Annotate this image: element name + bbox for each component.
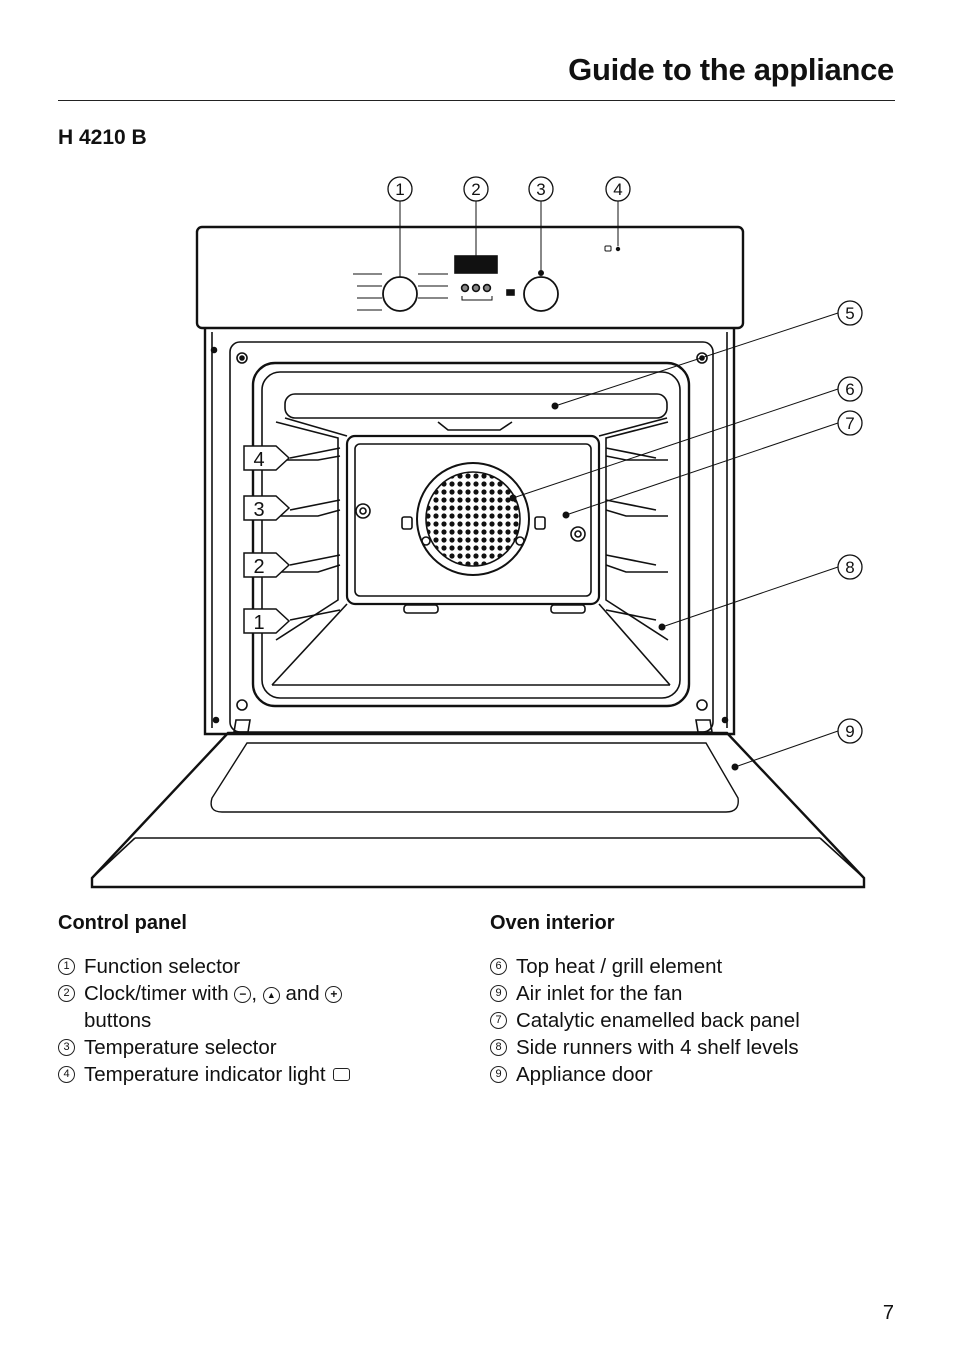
control-panel-list: 1 Function selector 2 Clock/timer with −… bbox=[58, 953, 458, 1088]
list-item: 9 Air inlet for the fan bbox=[490, 980, 890, 1007]
fan-bolt-right bbox=[570, 526, 586, 542]
temperature-selector-knob bbox=[523, 276, 559, 312]
shelf-tag-3 bbox=[243, 495, 291, 521]
up-button bbox=[471, 283, 481, 293]
plus-button-icon: + bbox=[325, 986, 343, 1003]
side-runners-left bbox=[275, 421, 341, 641]
control-panel-section: Control panel 1 Function selector 2 Cloc… bbox=[58, 912, 458, 1088]
oven-interior-list: 6 Top heat / grill element 9 Air inlet f… bbox=[490, 953, 890, 1088]
item-number: 6 bbox=[490, 958, 507, 975]
callout-5 bbox=[837, 300, 863, 326]
item-number: 7 bbox=[490, 1012, 507, 1029]
list-item: 6 Top heat / grill element bbox=[490, 953, 890, 980]
list-item: 1 Function selector bbox=[58, 953, 458, 980]
callout-8 bbox=[837, 554, 863, 580]
callout-label-5: 5 bbox=[845, 304, 854, 323]
fan-air-inlet bbox=[425, 471, 521, 567]
appliance-door bbox=[90, 731, 866, 889]
indicator-light-icon bbox=[333, 1068, 351, 1081]
clock-display bbox=[454, 255, 498, 274]
item-number: 9 bbox=[490, 1066, 507, 1083]
shelf-tag-1 bbox=[243, 608, 291, 634]
title-divider bbox=[58, 100, 895, 101]
callout-6 bbox=[837, 376, 863, 402]
oven-interior-heading: Oven interior bbox=[490, 912, 615, 934]
callout-label-8: 8 bbox=[845, 558, 854, 577]
page-number: 7 bbox=[882, 1302, 894, 1324]
list-item: 8 Side runners with 4 shelf levels bbox=[490, 1034, 890, 1061]
item-number: 1 bbox=[58, 958, 75, 975]
oven-cavity-opening bbox=[251, 361, 691, 708]
callout-2 bbox=[463, 176, 489, 202]
plus-button bbox=[482, 283, 492, 293]
list-item: 7 Catalytic enamelled back panel bbox=[490, 1007, 890, 1034]
oven-interior-section: Oven interior 6 Top heat / grill element… bbox=[490, 912, 890, 1088]
control-panel bbox=[195, 225, 745, 330]
item-text: Clock/timer with bbox=[84, 982, 229, 1005]
shelf-tag-4 bbox=[243, 445, 291, 471]
item-text-continued: buttons bbox=[84, 1009, 152, 1032]
callout-label-2: 2 bbox=[471, 180, 480, 199]
minus-button bbox=[460, 283, 470, 293]
list-item: 4 Temperature indicator light bbox=[58, 1061, 458, 1088]
fan-bolt-left bbox=[355, 503, 371, 519]
item-text: Air inlet for the fan bbox=[516, 982, 683, 1005]
up-button-icon: ▲ bbox=[262, 987, 280, 1004]
minus-button-icon: − bbox=[234, 986, 252, 1003]
item-text: Appliance door bbox=[516, 1063, 653, 1086]
shelf-label-2: 2 bbox=[253, 556, 264, 578]
oven-diagram: 1 2 3 4 5 6 7 8 9 4 3 2 1 bbox=[90, 176, 866, 889]
list-item: 2 Clock/timer with −, ▲ and + buttons bbox=[58, 980, 458, 1034]
shelf-label-1: 1 bbox=[253, 612, 264, 634]
callout-9 bbox=[837, 718, 863, 744]
callout-1 bbox=[387, 176, 413, 202]
callout-4 bbox=[605, 176, 631, 202]
item-text: Function selector bbox=[84, 955, 241, 978]
item-text: Top heat / grill element bbox=[516, 955, 723, 978]
function-selector-knob bbox=[382, 276, 418, 312]
shelf-label-4: 4 bbox=[253, 449, 264, 471]
item-text: Temperature selector bbox=[84, 1036, 277, 1059]
side-runners-right bbox=[605, 421, 669, 641]
callout-3 bbox=[528, 176, 554, 202]
item-number: 2 bbox=[58, 985, 75, 1002]
callout-7 bbox=[837, 410, 863, 436]
callout-label-4: 4 bbox=[613, 180, 622, 199]
item-text: Side runners with 4 shelf levels bbox=[516, 1036, 799, 1059]
temperature-indicator-light bbox=[604, 245, 612, 252]
shelf-tag-2 bbox=[243, 552, 291, 578]
back-panel bbox=[345, 434, 601, 606]
control-panel-heading: Control panel bbox=[58, 912, 187, 934]
page-title: Guide to the appliance bbox=[568, 52, 894, 87]
item-text: Catalytic enamelled back panel bbox=[516, 1009, 800, 1032]
callout-label-3: 3 bbox=[536, 180, 545, 199]
list-item: 3 Temperature selector bbox=[58, 1034, 458, 1061]
item-number: 8 bbox=[490, 1039, 507, 1056]
callout-label-7: 7 bbox=[845, 414, 854, 433]
list-item: 9 Appliance door bbox=[490, 1061, 890, 1088]
shelf-label-3: 3 bbox=[253, 499, 264, 521]
callout-label-6: 6 bbox=[845, 380, 854, 399]
item-text: Temperature indicator light bbox=[84, 1063, 326, 1086]
item-number: 4 bbox=[58, 1066, 75, 1083]
grill-element bbox=[284, 393, 668, 419]
callout-label-1: 1 bbox=[395, 180, 404, 199]
callout-label-9: 9 bbox=[845, 722, 854, 741]
item-number: 3 bbox=[58, 1039, 75, 1056]
fan-housing bbox=[416, 462, 530, 576]
item-number: 9 bbox=[490, 985, 507, 1002]
model-heading: H 4210 B bbox=[58, 126, 147, 149]
